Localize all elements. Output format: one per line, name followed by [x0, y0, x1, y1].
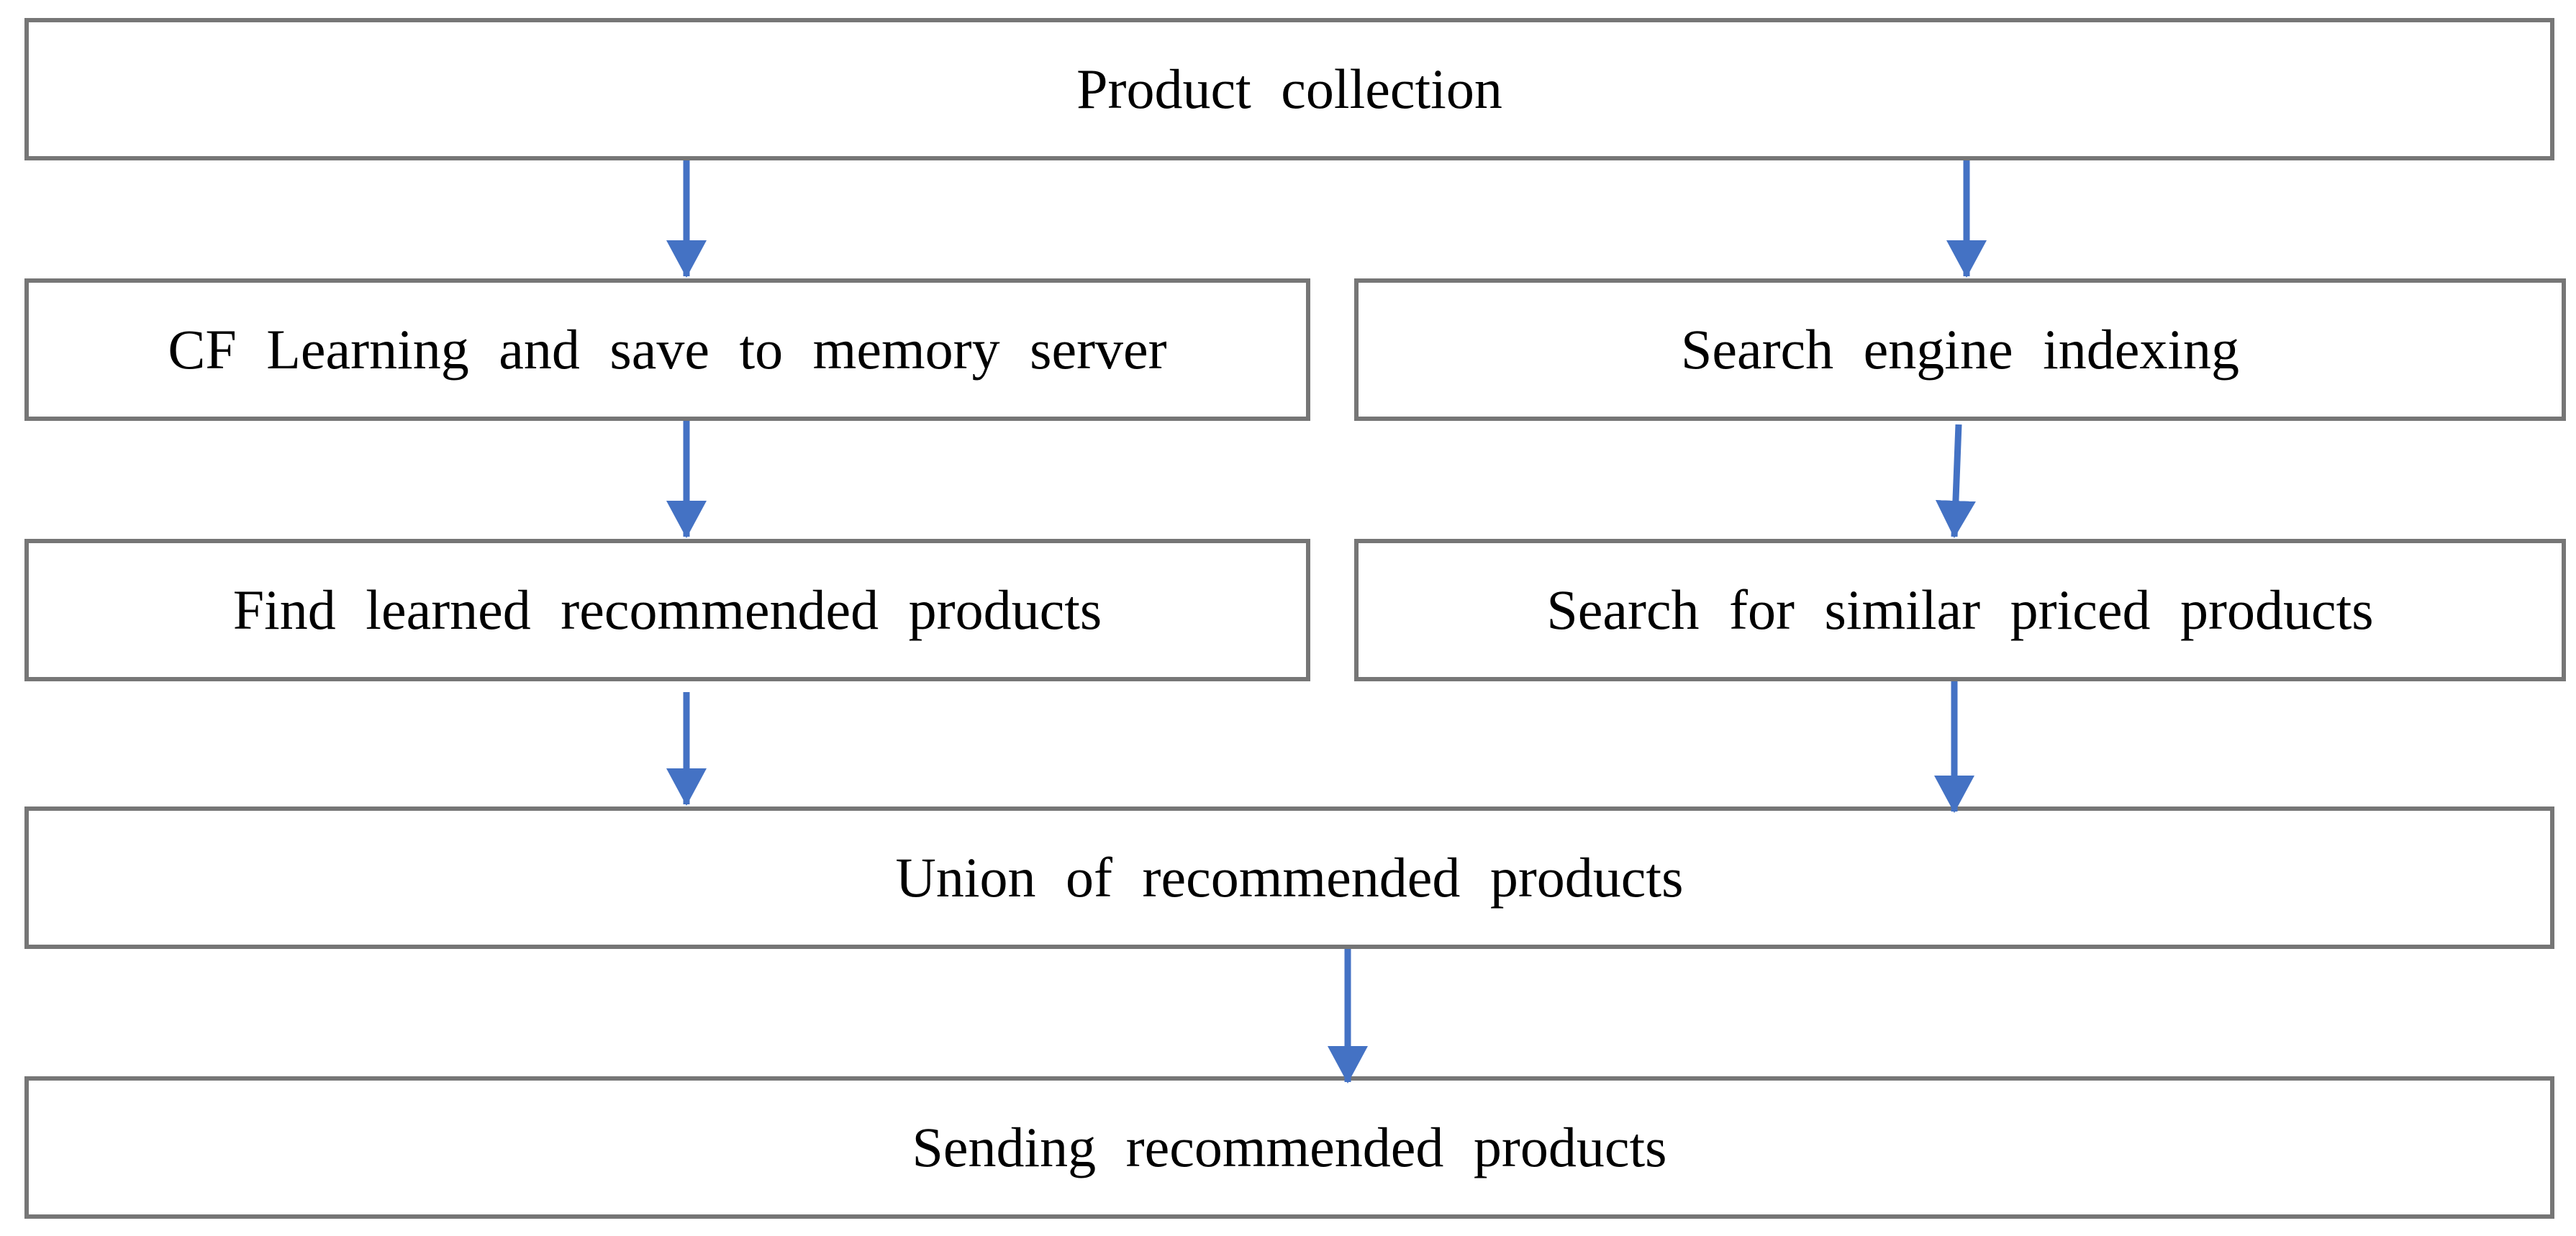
node-product-collection: Product collection	[24, 18, 2554, 160]
node-search-engine-indexing-label: Search engine indexing	[1680, 318, 2240, 381]
arrow-search-to-similar	[1935, 424, 1976, 538]
node-find-learned-products: Find learned recommended products	[24, 539, 1310, 681]
node-search-similar-priced-label: Search for similar priced products	[1546, 578, 2374, 641]
node-search-engine-indexing: Search engine indexing	[1354, 278, 2566, 421]
node-union-recommended: Union of recommended products	[24, 806, 2554, 949]
node-find-learned-products-label: Find learned recommended products	[232, 578, 1102, 641]
node-cf-learning-label: CF Learning and save to memory server	[168, 318, 1167, 381]
node-sending-recommended-label: Sending recommended products	[912, 1116, 1667, 1178]
node-union-recommended-label: Union of recommended products	[895, 846, 1684, 909]
node-sending-recommended: Sending recommended products	[24, 1076, 2554, 1219]
node-cf-learning: CF Learning and save to memory server	[24, 278, 1310, 421]
node-search-similar-priced: Search for similar priced products	[1354, 539, 2566, 681]
node-product-collection-label: Product collection	[1076, 58, 1502, 120]
